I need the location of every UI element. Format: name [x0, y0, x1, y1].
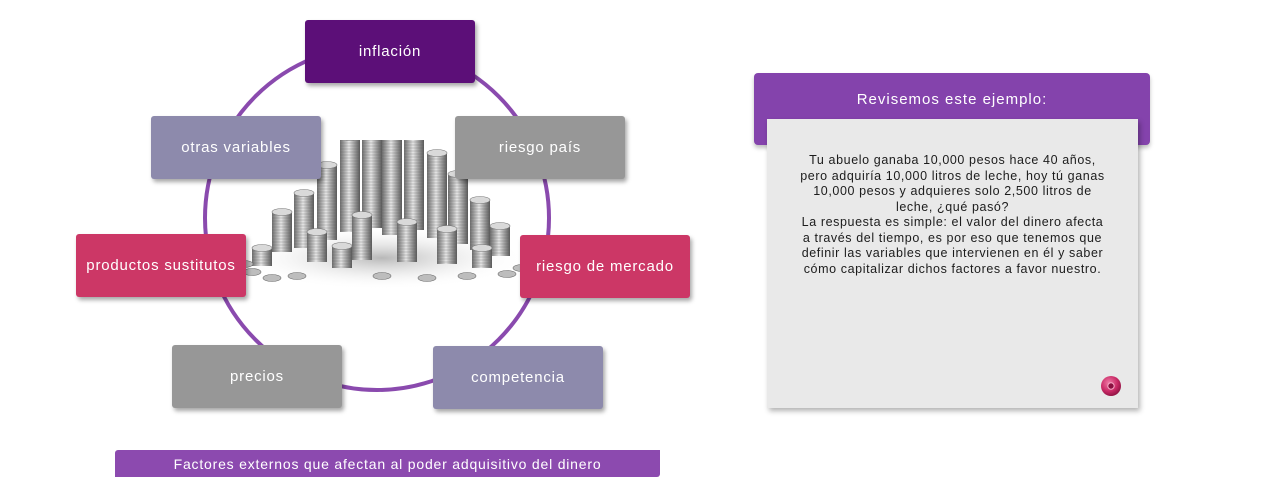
factor-otras-variables[interactable]: otras variables	[151, 116, 321, 179]
coins-stack-illustration	[234, 140, 532, 290]
factor-inflacion[interactable]: inflación	[305, 20, 475, 83]
example-panel-card: Tu abuelo ganaba 10,000 pesos hace 40 añ…	[767, 119, 1138, 408]
example-panel-body: Tu abuelo ganaba 10,000 pesos hace 40 añ…	[797, 153, 1108, 277]
factor-precios[interactable]: precios	[172, 345, 342, 408]
example-panel-title: Revisemos este ejemplo:	[856, 91, 1048, 108]
example-paragraph-2: La respuesta es simple: el valor del din…	[801, 215, 1104, 276]
factor-riesgo-de-mercado[interactable]: riesgo de mercado	[520, 235, 690, 298]
factor-productos-sustitutos[interactable]: productos sustitutos	[76, 234, 246, 297]
diagram-caption: Factores externos que afectan al poder a…	[115, 450, 660, 477]
factor-riesgo-pais[interactable]: riesgo país	[455, 116, 625, 179]
magenta-circle-button-icon[interactable]	[1100, 375, 1122, 397]
example-paragraph-1: Tu abuelo ganaba 10,000 pesos hace 40 añ…	[800, 153, 1105, 214]
factor-competencia[interactable]: competencia	[433, 346, 603, 409]
